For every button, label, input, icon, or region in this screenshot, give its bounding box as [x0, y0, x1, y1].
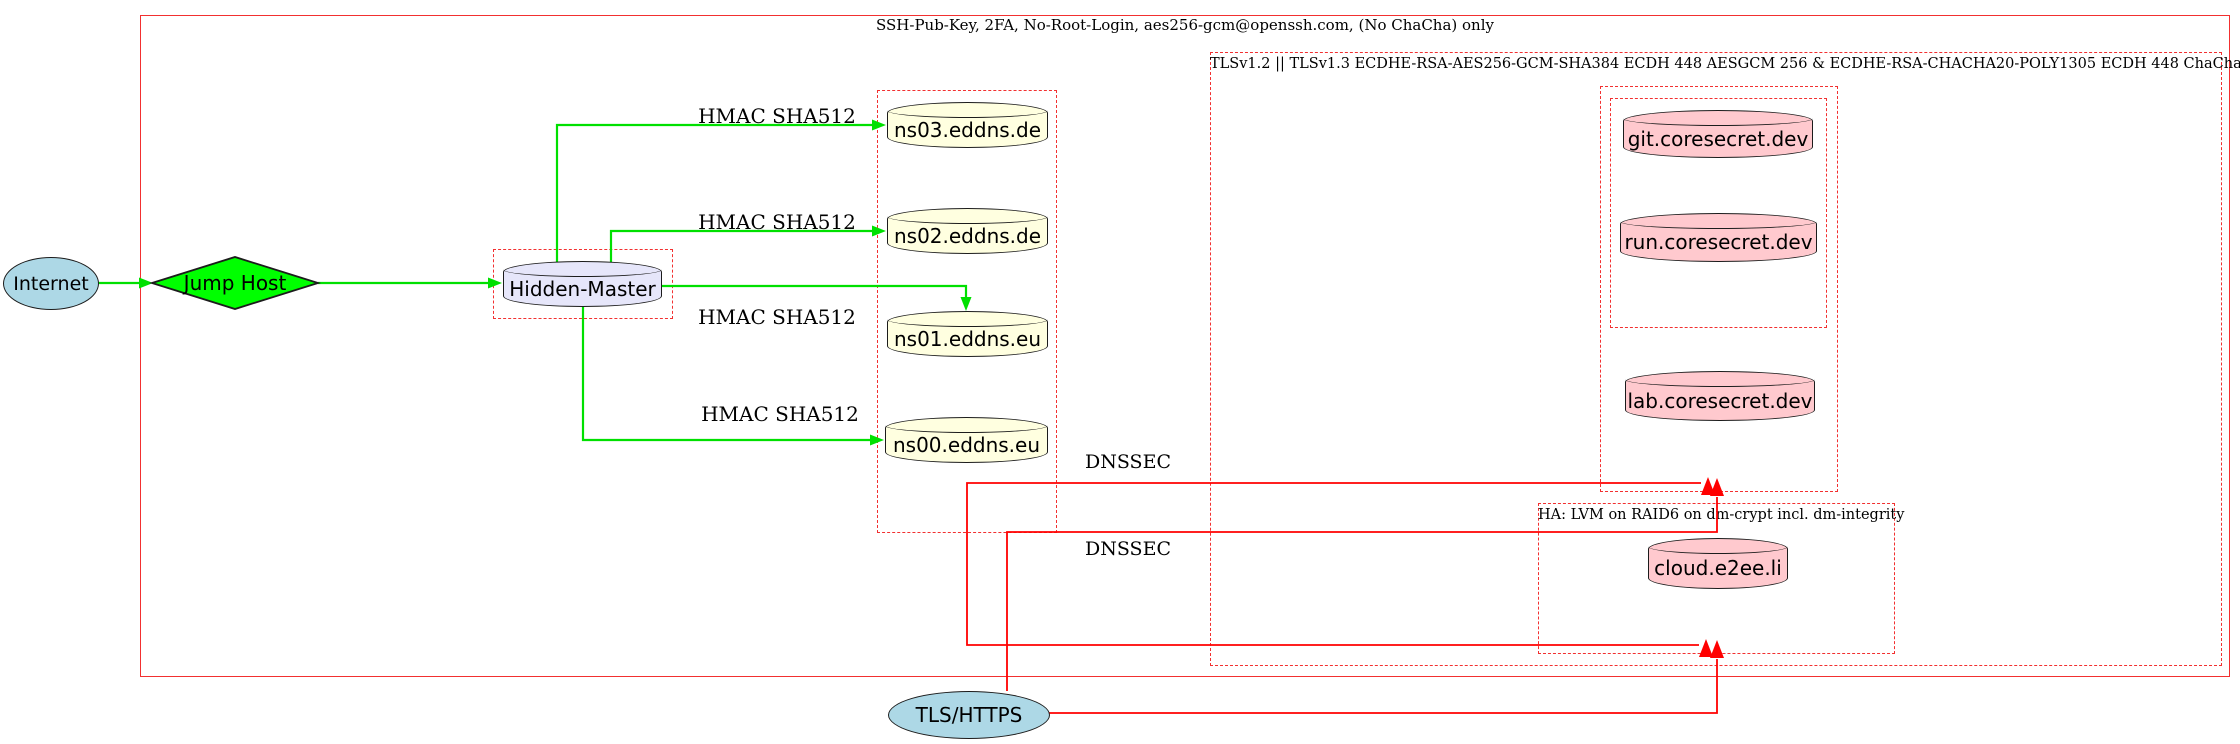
cluster-ssh-label: SSH-Pub-Key, 2FA, No-Root-Login, aes256-…	[876, 16, 1494, 34]
edge-label-hmac-ns00: HMAC SHA512	[701, 402, 859, 426]
node-hidden-master-label: Hidden-Master	[509, 276, 656, 301]
node-ns03: ns03.eddns.de	[887, 102, 1048, 148]
node-git-label: git.coresecret.dev	[1627, 126, 1809, 151]
node-tls-https-label: TLS/HTTPS	[915, 703, 1023, 727]
node-ns01-label: ns01.eddns.eu	[893, 326, 1042, 351]
edge-label-hmac-ns02: HMAC SHA512	[698, 210, 856, 234]
node-lab: lab.coresecret.dev	[1625, 371, 1815, 421]
node-internet-label: Internet	[13, 272, 89, 295]
edge-label-hmac-ns03: HMAC SHA512	[698, 104, 856, 128]
node-run: run.coresecret.dev	[1620, 213, 1817, 262]
node-tls-https: TLS/HTTPS	[888, 691, 1050, 739]
node-hidden-master: Hidden-Master	[503, 261, 662, 307]
node-cloud-label: cloud.e2ee.li	[1654, 556, 1782, 580]
node-run-label: run.coresecret.dev	[1624, 230, 1813, 254]
cluster-coresecret-inner-box	[1610, 98, 1827, 328]
node-jump-host: Jump Host	[152, 257, 318, 309]
node-cloud: cloud.e2ee.li	[1648, 538, 1788, 589]
node-lab-label: lab.coresecret.dev	[1627, 388, 1813, 413]
node-ns00-label: ns00.eddns.eu	[892, 432, 1041, 457]
node-ns00: ns00.eddns.eu	[885, 417, 1048, 463]
node-ns03-label: ns03.eddns.de	[893, 117, 1042, 142]
edge-label-dnssec-1: DNSSEC	[1085, 451, 1171, 473]
node-ns02: ns02.eddns.de	[887, 208, 1048, 254]
node-ns01: ns01.eddns.eu	[887, 311, 1048, 357]
edge-label-dnssec-2: DNSSEC	[1085, 538, 1171, 560]
node-ns02-label: ns02.eddns.de	[893, 223, 1042, 248]
node-internet: Internet	[3, 257, 99, 310]
cluster-tls-label: TLSv1.2 || TLSv1.3 ECDHE-RSA-AES256-GCM-…	[1210, 56, 2240, 72]
cluster-ha-label: HA: LVM on RAID6 on dm-crypt incl. dm-in…	[1538, 507, 1905, 523]
edge-label-hmac-ns01: HMAC SHA512	[698, 305, 856, 329]
node-jump-host-label: Jump Host	[183, 271, 287, 295]
node-git: git.coresecret.dev	[1623, 110, 1813, 158]
